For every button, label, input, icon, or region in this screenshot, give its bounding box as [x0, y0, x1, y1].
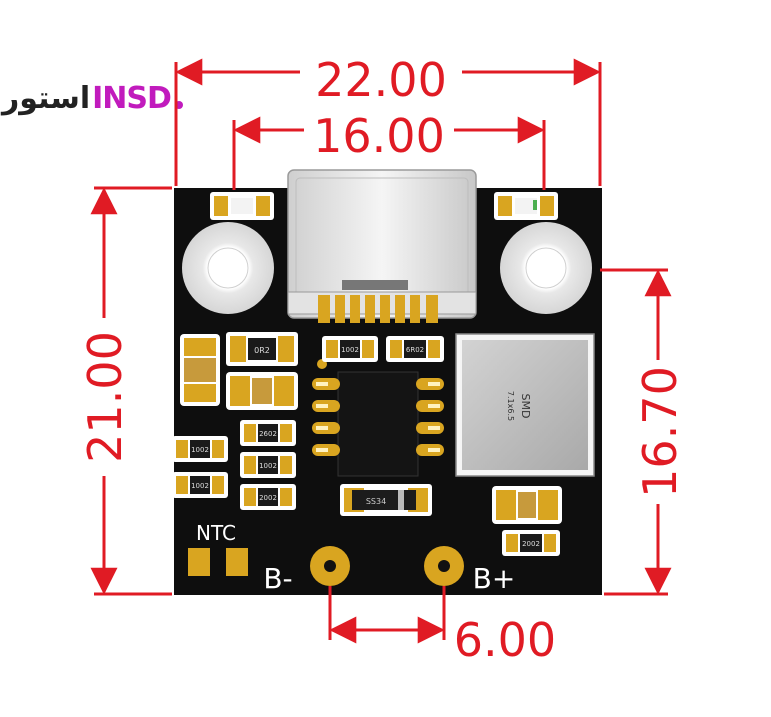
capacitor-right [492, 486, 562, 524]
capacitor-left [180, 334, 220, 406]
led-left [210, 192, 274, 220]
resistor-top-2: 6R02 [386, 336, 444, 362]
diode-label: SS34 [366, 497, 386, 506]
logo-text-persian: استور [2, 80, 91, 116]
main-ic [312, 359, 444, 477]
b-plus-label: B+ [473, 562, 516, 595]
resistor-right-label: 2002 [522, 540, 540, 548]
mounting-hole-left [182, 222, 274, 314]
resistor-left-1: 1002 [172, 436, 228, 462]
resistor-left-2: 1002 [172, 472, 228, 498]
led-right [494, 192, 558, 220]
battery-pad-positive [424, 546, 464, 586]
resistor-left-3-label: 2602 [259, 430, 277, 438]
resistor-left-5-label: 2002 [259, 494, 277, 502]
inductor: SMD 7.1x6.5 [455, 333, 595, 477]
dim-22-label: 22.00 [315, 53, 447, 107]
resistor-top-1: 1002 [322, 336, 378, 362]
resistor-top-1-label: 1002 [341, 346, 359, 354]
resistor-left-1-label: 1002 [191, 446, 209, 454]
inductor-label-size: 7.1x6.5 [506, 391, 515, 421]
logo-dot [174, 101, 183, 109]
dim-21-label: 21.00 [78, 331, 132, 463]
inductor-label-smd: SMD [519, 394, 532, 419]
resistor-right: 2002 [502, 530, 560, 556]
logo-text-latin: INSD [92, 80, 172, 116]
usb-pins [318, 295, 438, 323]
resistor-left-3: 2602 [240, 420, 296, 446]
ntc-pad-1 [188, 548, 210, 576]
ntc-label: NTC [196, 521, 236, 545]
resistor-top-2-label: 6R02 [406, 346, 424, 354]
diode: SS34 [340, 484, 432, 516]
dim-6-label: 6.00 [454, 613, 556, 667]
capacitor-mid [226, 372, 298, 410]
ntc-pad-2 [226, 548, 248, 576]
battery-pad-negative [310, 546, 350, 586]
resistor-left-5: 2002 [240, 484, 296, 510]
resistor-group: 1002 1002 2602 1002 2002 [172, 420, 296, 510]
chip-top-left: 0R2 [226, 332, 298, 366]
dim-1670-label: 16.70 [633, 366, 687, 498]
resistor-left-4-label: 1002 [259, 462, 277, 470]
dim-16-label: 16.00 [313, 109, 445, 163]
brand-logo: استور INSD [2, 76, 183, 120]
chip-top-left-label: 0R2 [254, 346, 270, 355]
b-minus-label: B- [263, 562, 292, 595]
resistor-left-4: 1002 [240, 452, 296, 478]
resistor-left-2-label: 1002 [191, 482, 209, 490]
mounting-hole-right [500, 222, 592, 314]
